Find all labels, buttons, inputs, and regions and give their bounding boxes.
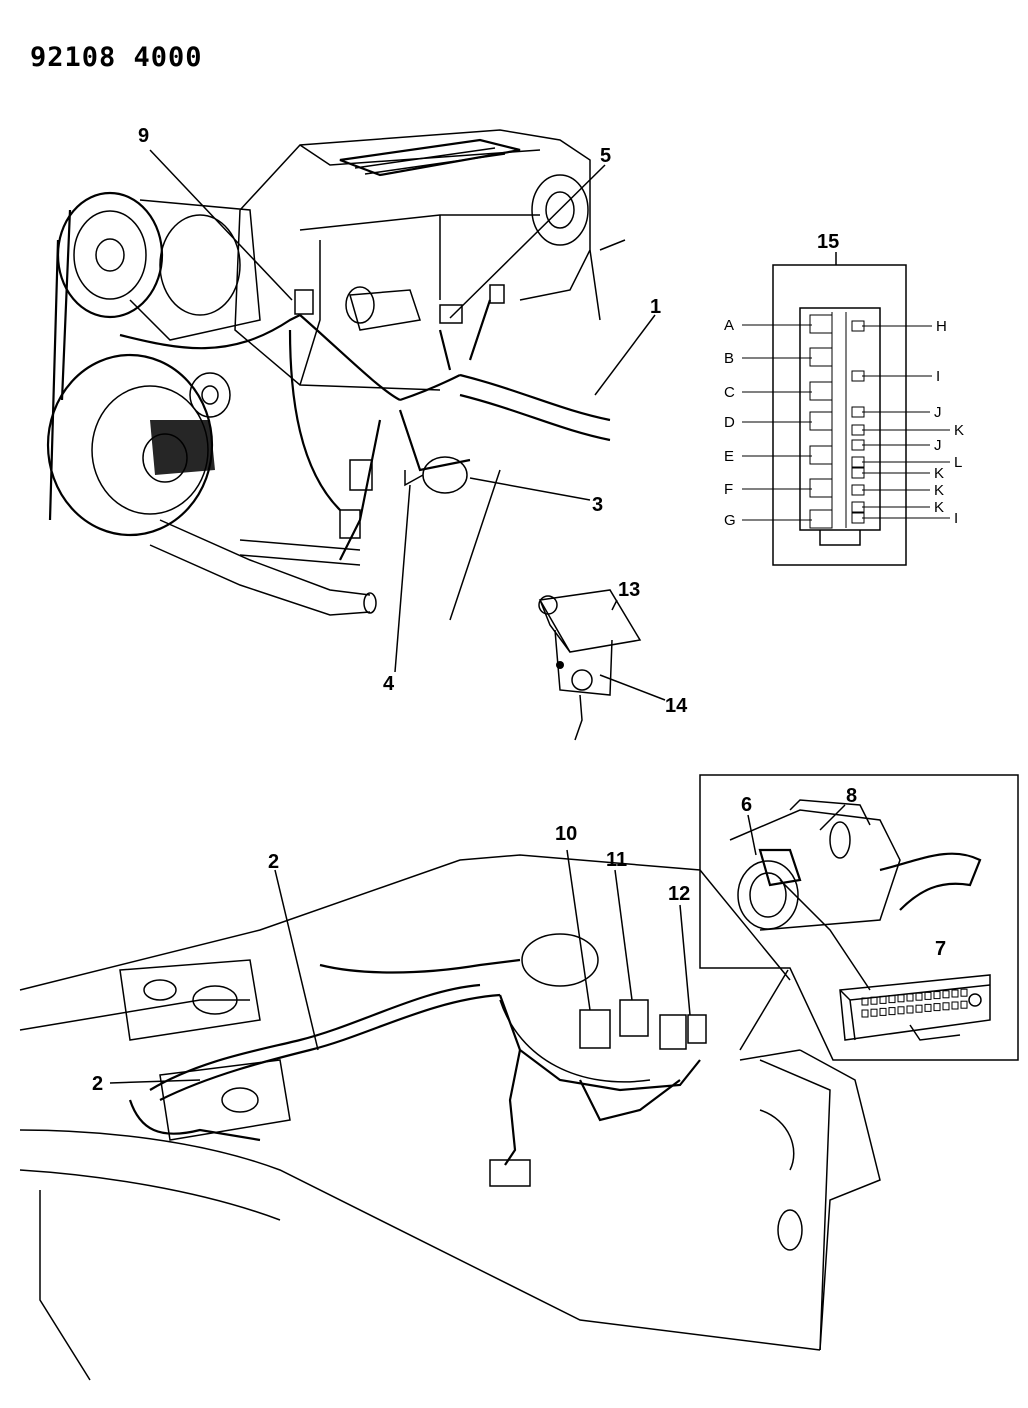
- pin-slot-left-3: [809, 411, 833, 431]
- pin-label-right-5: L: [954, 454, 962, 471]
- connector-7-hole: [906, 993, 914, 1002]
- document-number: 92108 4000: [30, 42, 203, 73]
- pin-label-left-0: A: [724, 317, 734, 334]
- pin-slot-left-2: [809, 381, 833, 401]
- connector-7-hole: [861, 997, 869, 1006]
- callout-13: 13: [618, 579, 640, 601]
- connector-7-hole: [870, 996, 878, 1005]
- connector-7-hole: [960, 1000, 968, 1009]
- leader-lines: [109, 149, 846, 1084]
- connector-7-hole: [924, 991, 932, 1000]
- callout-1: 1: [650, 296, 661, 318]
- connector-7-hole: [861, 1009, 869, 1018]
- inset-detail: [699, 774, 1019, 1061]
- pin-label-right-2: J: [934, 404, 942, 421]
- pin-slot-left-1: [809, 347, 833, 367]
- pin-label-right-9: I: [954, 510, 958, 527]
- pin-label-right-8: K: [934, 499, 944, 516]
- pin-label-left-2: C: [724, 384, 735, 401]
- connector-7-hole: [870, 1008, 878, 1017]
- pin-label-left-6: G: [724, 512, 736, 529]
- connector-7-hole: [924, 1003, 932, 1012]
- callout-4: 4: [383, 673, 395, 695]
- callout-3: 3: [592, 494, 603, 516]
- connector-7-hole: [888, 1007, 896, 1016]
- bracket-component-13-14: [538, 589, 642, 741]
- engine-bay-illustration: [19, 854, 881, 1381]
- connector-7-hole: [942, 990, 950, 999]
- connector-pin-grid: [809, 312, 865, 529]
- connector-7-hole: [933, 991, 941, 1000]
- connector-7-hole: [906, 1005, 914, 1014]
- pin-label-left-4: E: [724, 448, 734, 465]
- callout-11: 11: [606, 849, 627, 871]
- callout-labels: 9 5 1 3 4 13 14 15 2 2 10 11 12 6 8 7: [92, 125, 946, 1095]
- pin-label-left-1: B: [724, 350, 734, 367]
- pin-label-left-3: D: [724, 414, 735, 431]
- connector-7-hole: [951, 1001, 959, 1010]
- connector-7-hole: [879, 1007, 887, 1016]
- pin-label-left-5: F: [724, 481, 733, 498]
- pin-label-right-4: J: [934, 437, 942, 454]
- connector-7-hole: [897, 1006, 905, 1015]
- callout-7: 7: [935, 938, 946, 960]
- callout-2-top: 2: [268, 851, 279, 873]
- pin-label-right-0: H: [936, 318, 947, 335]
- callout-15: 15: [817, 231, 839, 253]
- pin-label-right-3: K: [954, 422, 964, 439]
- connector-7-hole: [942, 1002, 950, 1011]
- pin-slot-left-4: [809, 445, 833, 465]
- connector-7-hole: [933, 1003, 941, 1012]
- pin-label-right-6: K: [934, 465, 944, 482]
- callout-14: 14: [665, 695, 688, 717]
- callout-9: 9: [138, 125, 149, 147]
- pin-slot-left-0: [809, 314, 833, 334]
- pin-slot-left-5: [809, 478, 833, 498]
- connector-7-hole: [915, 1004, 923, 1013]
- callout-6: 6: [741, 794, 752, 816]
- connector-7-hole: [951, 989, 959, 998]
- pin-slot-left-6: [809, 509, 833, 529]
- connector-7-hole: [897, 994, 905, 1003]
- callout-12: 12: [668, 883, 690, 905]
- callout-8: 8: [846, 785, 857, 807]
- pin-label-right-7: K: [934, 482, 944, 499]
- callout-5: 5: [600, 145, 611, 167]
- connector-7-hole: [915, 992, 923, 1001]
- connector-7-hole: [960, 988, 968, 997]
- callout-2-bottom: 2: [92, 1073, 103, 1095]
- connector-7-hole: [879, 995, 887, 1004]
- pin-label-right-1: I: [936, 368, 940, 385]
- engine-illustration: [46, 129, 626, 621]
- callout-10: 10: [555, 823, 577, 845]
- connector-7-hole: [888, 995, 896, 1004]
